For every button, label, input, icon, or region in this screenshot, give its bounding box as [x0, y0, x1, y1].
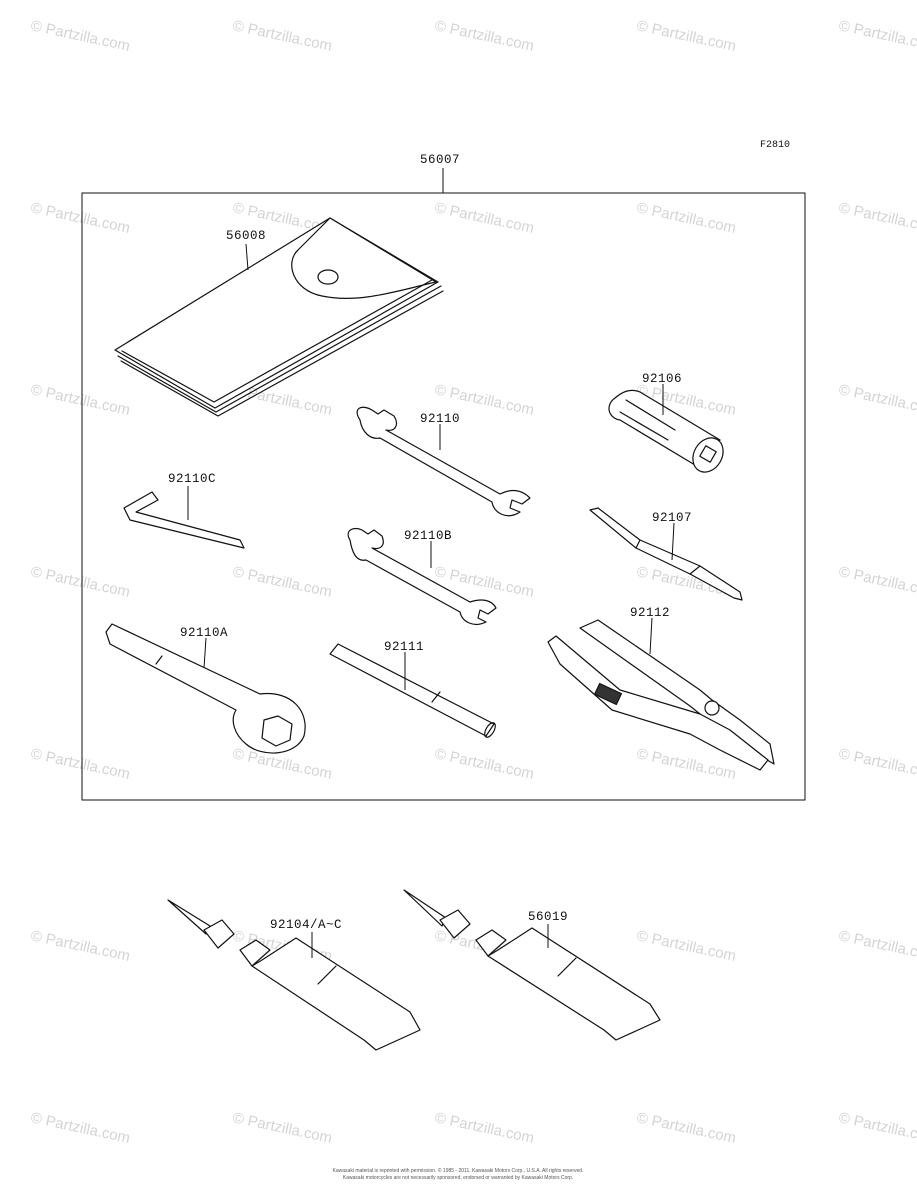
watermark: © Partzilla.com [433, 745, 535, 783]
watermark: © Partzilla.com [635, 927, 737, 965]
part-label-wrench-small[interactable]: 92110B [404, 529, 452, 543]
tool-case-pouch[interactable] [114, 217, 444, 417]
watermark: © Partzilla.com [433, 17, 535, 55]
watermark: © Partzilla.com [837, 1109, 917, 1147]
grease-tube-2[interactable] [403, 889, 661, 1041]
watermark: © Partzilla.com [837, 563, 917, 601]
part-label-wrench-large[interactable]: 92110 [420, 412, 460, 426]
part-label-hex-key[interactable]: 92110C [168, 472, 216, 486]
watermark: © Partzilla.com [433, 1109, 535, 1147]
part-label-adapter[interactable]: 92106 [642, 372, 682, 386]
watermark: © Partzilla.com [29, 745, 131, 783]
extension-bar[interactable] [329, 643, 497, 739]
open-end-wrench-large[interactable] [356, 406, 531, 517]
watermark: © Partzilla.com [231, 1109, 333, 1147]
footer-line-1: Kawasaki material is reprinted with perm… [333, 1167, 584, 1174]
watermark-layer: © Partzilla.com © Partzilla.com © Partzill… [29, 17, 917, 1147]
part-label-grease-2[interactable]: 56019 [528, 910, 568, 924]
open-end-wrench-small[interactable] [347, 527, 497, 625]
watermark: © Partzilla.com [837, 199, 917, 237]
watermark: © Partzilla.com [231, 17, 333, 55]
watermark: © Partzilla.com [29, 563, 131, 601]
pliers[interactable] [547, 619, 775, 771]
part-label-ring-wrench[interactable]: 92110A [180, 626, 228, 640]
watermark: © Partzilla.com [837, 745, 917, 783]
watermark: © Partzilla.com [837, 17, 917, 55]
part-label-case[interactable]: 56008 [226, 229, 266, 243]
adapter-socket[interactable] [608, 389, 729, 477]
watermark: © Partzilla.com [635, 199, 737, 237]
ring-wrench[interactable] [105, 623, 306, 754]
kit-label[interactable]: 56007 [420, 153, 460, 167]
screwdriver-bit[interactable] [589, 507, 743, 601]
watermark: © Partzilla.com [433, 199, 535, 237]
figure-code: F2810 [760, 140, 790, 151]
watermark: © Partzilla.com [837, 927, 917, 965]
part-label-driver[interactable]: 92107 [652, 511, 692, 525]
watermark: © Partzilla.com [29, 927, 131, 965]
watermark: © Partzilla.com [29, 199, 131, 237]
hex-key[interactable] [123, 491, 245, 549]
part-label-bar[interactable]: 92111 [384, 640, 424, 654]
watermark: © Partzilla.com [635, 1109, 737, 1147]
watermark: © Partzilla.com [29, 17, 131, 55]
footer-line-2: Kawasaki motorcycles are not necessarily… [343, 1175, 573, 1181]
grease-tube-1[interactable] [167, 899, 421, 1051]
watermark: © Partzilla.com [837, 381, 917, 419]
watermark: © Partzilla.com [29, 1109, 131, 1147]
part-label-pliers[interactable]: 92112 [630, 606, 670, 620]
watermark: © Partzilla.com [635, 17, 737, 55]
part-label-grease-1[interactable]: 92104/A~C [270, 918, 342, 932]
watermark: © Partzilla.com [231, 563, 333, 601]
watermark: © Partzilla.com [29, 381, 131, 419]
